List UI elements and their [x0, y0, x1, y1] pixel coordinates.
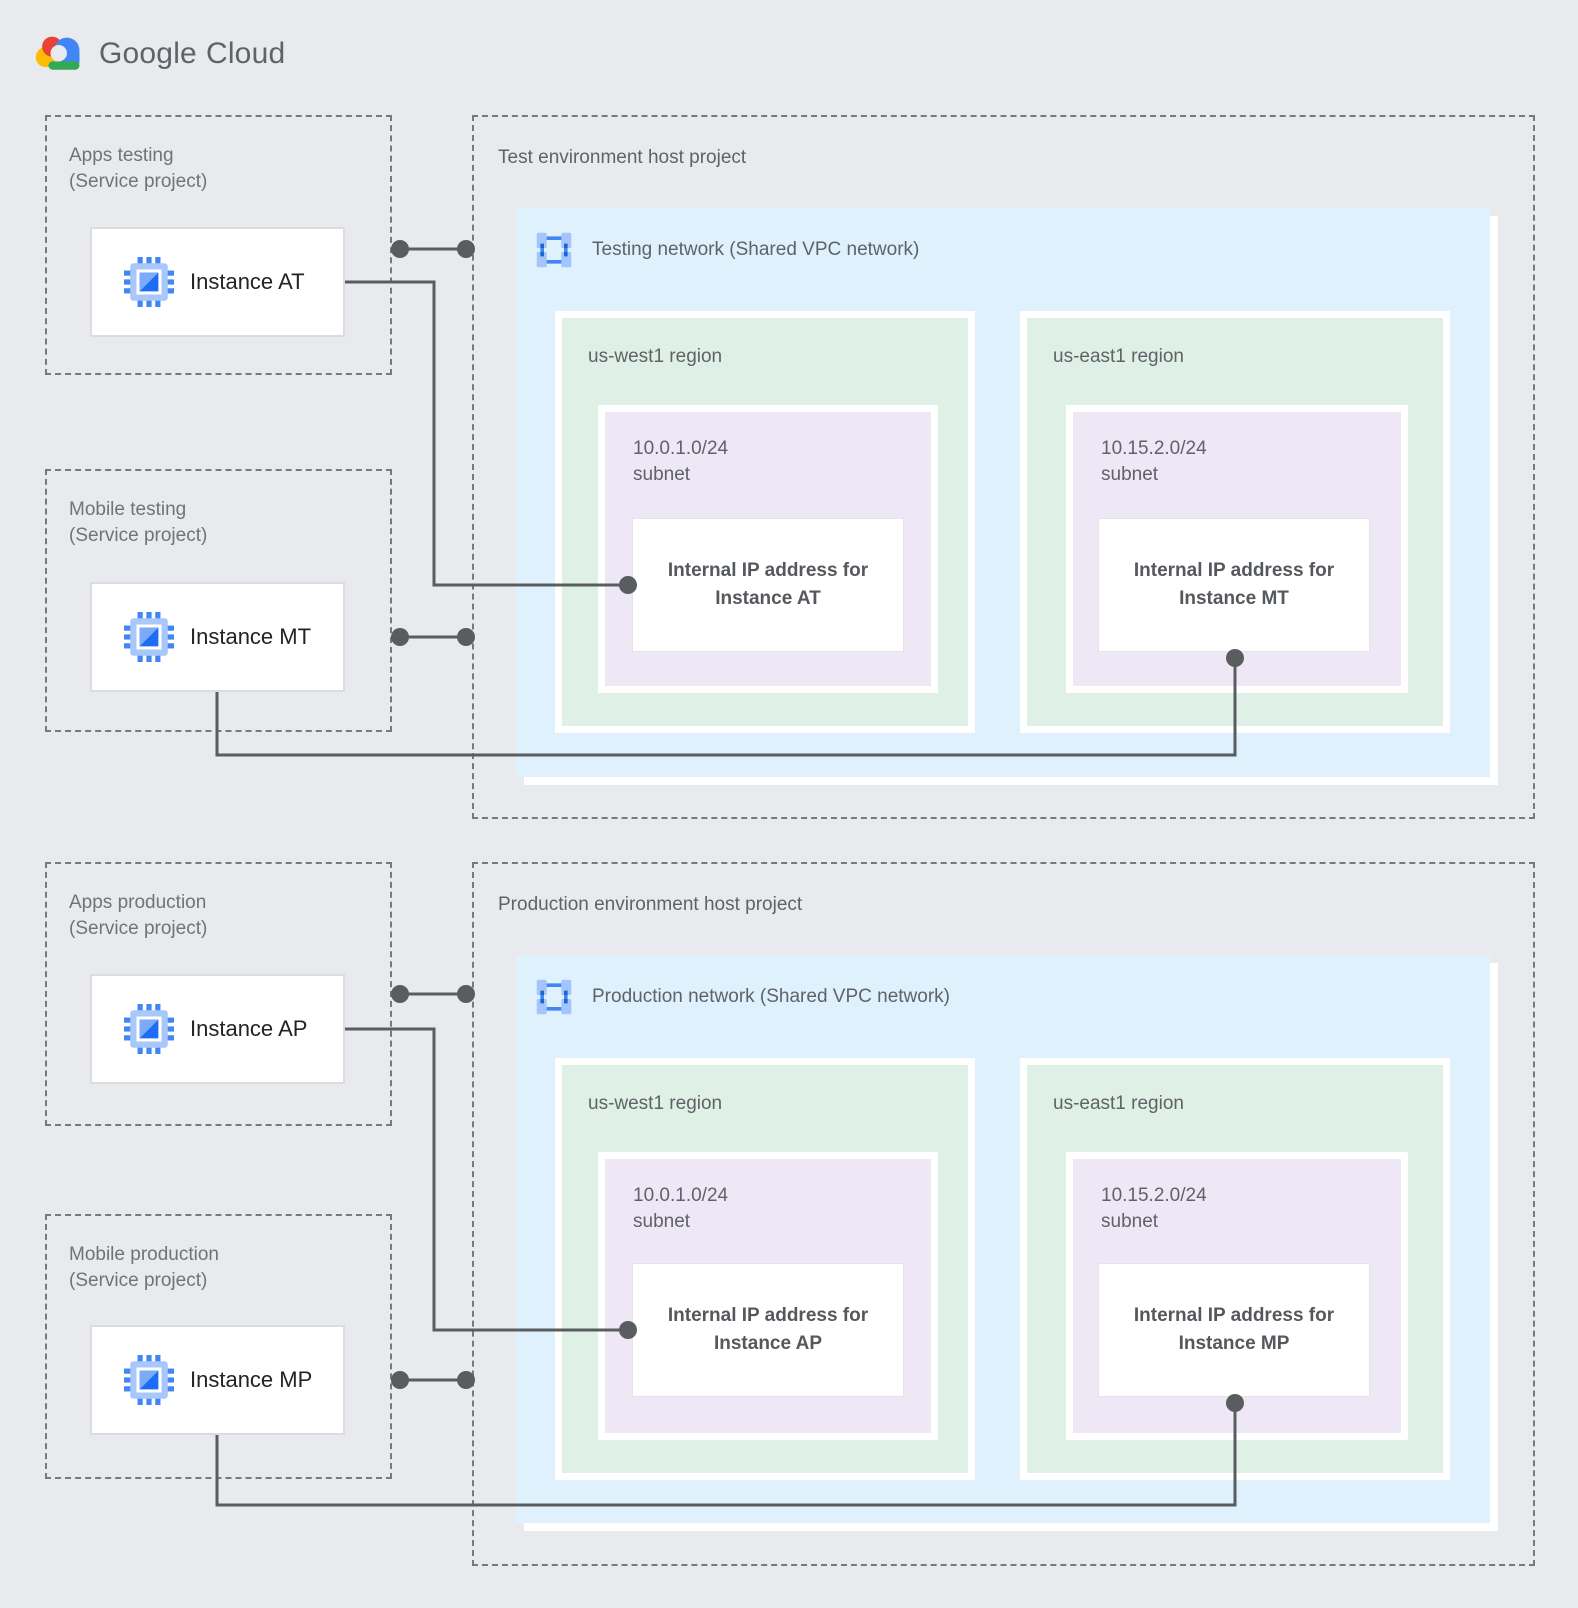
connection-dot — [391, 1371, 409, 1389]
internal-ip-instance-ap-box: Internal IP address for Instance AP — [632, 1263, 904, 1397]
internal-ip-instance-ap-label: Internal IP address for Instance AP — [668, 1302, 868, 1359]
compute-engine-icon — [124, 257, 174, 307]
project-name: Mobile testing — [69, 499, 187, 520]
mobile-testing-project-box: Mobile testing (Service project) — [45, 469, 392, 732]
logo-text-google: Google — [99, 37, 197, 70]
subnet-cidr: 10.0.1.0/24 — [633, 1185, 729, 1206]
testing-network-header: Testing network (Shared VPC network) — [534, 230, 919, 270]
production-network-label: Production network (Shared VPC network) — [592, 986, 950, 1007]
instance-at-card: Instance AT — [90, 227, 345, 337]
project-kind: (Service project) — [69, 917, 208, 939]
test-us-east1-subnet-label: 10.15.2.0/24 subnet — [1101, 436, 1207, 487]
testing-network-label: Testing network (Shared VPC network) — [592, 239, 920, 260]
compute-engine-icon — [124, 1355, 174, 1405]
instance-mt-card: Instance MT — [90, 582, 345, 692]
connection-dot — [391, 628, 409, 646]
internal-ip-instance-mp-label: Internal IP address for Instance MP — [1134, 1302, 1334, 1359]
ip-line1: Internal IP address for — [667, 559, 869, 581]
ip-line1: Internal IP address for — [1133, 559, 1335, 581]
internal-ip-instance-mt-label: Internal IP address for Instance MT — [1134, 557, 1334, 614]
ip-line2: Instance MT — [1179, 588, 1289, 609]
project-name: Mobile production — [69, 1244, 219, 1265]
mobile-production-project-label: Mobile production (Service project) — [69, 1242, 219, 1293]
internal-ip-instance-at-label: Internal IP address for Instance AT — [668, 557, 868, 614]
instance-ap-label: Instance AP — [190, 1016, 308, 1041]
prod-host-project-title: Production environment host project — [498, 894, 803, 915]
project-name: Apps testing — [69, 145, 174, 166]
ip-line1: Internal IP address for — [667, 1304, 869, 1326]
apps-testing-project-label: Apps testing (Service project) — [69, 143, 207, 194]
subnet-cidr: 10.15.2.0/24 — [1101, 438, 1207, 459]
vpc-network-icon — [536, 232, 572, 268]
project-name: Apps production — [69, 892, 207, 913]
internal-ip-instance-at-box: Internal IP address for Instance AT — [632, 518, 904, 652]
project-kind: (Service project) — [69, 1269, 208, 1291]
instance-ap-card: Instance AP — [90, 974, 345, 1084]
test-us-west1-subnet-label: 10.0.1.0/24 subnet — [633, 436, 728, 487]
logo-text-cloud: Cloud — [205, 37, 286, 70]
subnet-cidr: 10.0.1.0/24 — [633, 438, 729, 459]
test-us-east1-region-label: us-east1 region — [1053, 346, 1184, 367]
vpc-network-icon — [536, 979, 572, 1015]
ip-line2: Instance AT — [715, 588, 821, 609]
subnet-word: subnet — [1101, 463, 1159, 485]
subnet-word: subnet — [633, 463, 691, 485]
subnet-word: subnet — [1101, 1210, 1159, 1232]
internal-ip-instance-mt-box: Internal IP address for Instance MT — [1098, 518, 1370, 652]
test-host-project-title: Test environment host project — [498, 147, 747, 168]
project-kind: (Service project) — [69, 170, 208, 192]
project-kind: (Service project) — [69, 524, 208, 546]
ip-line2: Instance AP — [713, 1333, 823, 1354]
connection-dot — [391, 240, 409, 258]
prod-us-west1-subnet-label: 10.0.1.0/24 subnet — [633, 1183, 728, 1234]
mobile-testing-project-label: Mobile testing (Service project) — [69, 497, 207, 548]
google-cloud-logo: Google Cloud — [34, 34, 285, 74]
connection-dot — [391, 985, 409, 1003]
prod-us-west1-region-label: us-west1 region — [588, 1093, 723, 1114]
instance-mp-label: Instance MP — [190, 1367, 313, 1392]
compute-engine-icon — [124, 612, 174, 662]
subnet-word: subnet — [633, 1210, 691, 1232]
internal-ip-instance-mp-box: Internal IP address for Instance MP — [1098, 1263, 1370, 1397]
instance-at-label: Instance AT — [190, 269, 305, 294]
prod-us-east1-subnet-label: 10.15.2.0/24 subnet — [1101, 1183, 1207, 1234]
google-cloud-icon — [35, 36, 80, 70]
prod-us-east1-region-label: us-east1 region — [1053, 1093, 1184, 1114]
apps-production-project-label: Apps production (Service project) — [69, 890, 207, 941]
compute-engine-icon — [124, 1004, 174, 1054]
production-network-header: Production network (Shared VPC network) — [534, 977, 950, 1017]
ip-line2: Instance MP — [1178, 1333, 1290, 1354]
instance-mt-label: Instance MT — [190, 624, 312, 649]
test-us-west1-region-label: us-west1 region — [588, 346, 723, 367]
ip-line1: Internal IP address for — [1133, 1304, 1335, 1326]
subnet-cidr: 10.15.2.0/24 — [1101, 1185, 1207, 1206]
instance-mp-card: Instance MP — [90, 1325, 345, 1435]
